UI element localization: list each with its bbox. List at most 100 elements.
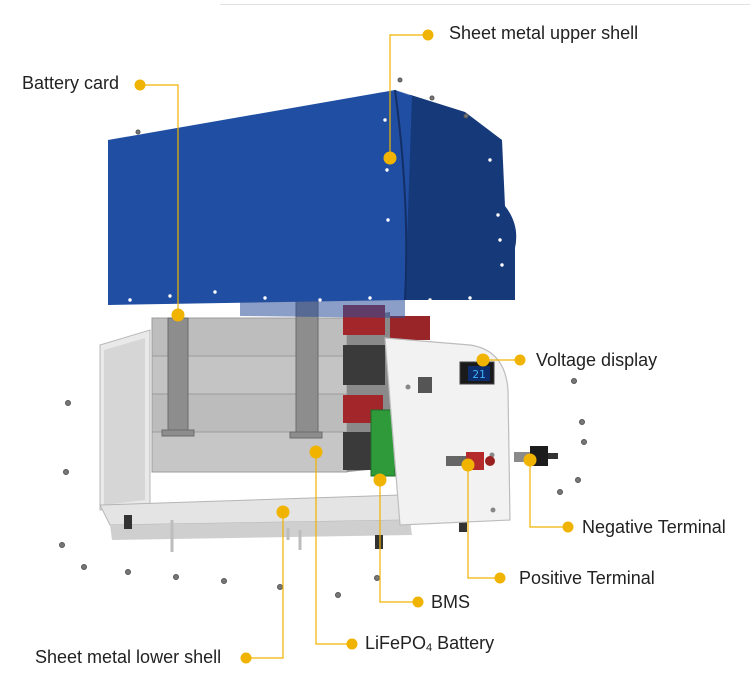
upper-shell-holes: [128, 118, 504, 302]
shell-hole: [500, 263, 504, 267]
battery-card-brackets: [161, 299, 323, 439]
screw: [277, 584, 283, 590]
voltage-display: 21: [459, 361, 495, 385]
screw: [581, 439, 587, 445]
bms-board: [370, 409, 396, 477]
callout-dot: [476, 353, 490, 367]
callout-dot: [523, 453, 537, 467]
shell-hole: [498, 238, 502, 242]
shell-hole: [385, 168, 389, 172]
label-bms: BMS: [431, 592, 471, 612]
lower-shell-floor: [110, 520, 412, 540]
front-panel-plate: [384, 337, 511, 526]
upper-shell-side: [395, 90, 517, 300]
panel-hole: [405, 384, 411, 390]
screw: [63, 469, 69, 475]
screw: [125, 569, 131, 575]
shell-hole: [213, 290, 217, 294]
negative-terminal-post: [514, 452, 530, 462]
screw: [65, 400, 71, 406]
screw: [397, 77, 403, 83]
shell-hole: [168, 294, 172, 298]
callout-dot: [514, 354, 526, 366]
callout-dot: [240, 652, 252, 664]
screw: [173, 574, 179, 580]
callout-dot: [309, 445, 323, 459]
screw: [463, 113, 469, 119]
callout-dot: [346, 638, 358, 650]
shell-hole: [383, 118, 387, 122]
voltage-display-screen: [468, 366, 490, 381]
leader-lower-shell: [246, 512, 284, 659]
upper-shell-fold: [394, 89, 408, 301]
callout-dots: [134, 29, 574, 664]
callout-dot: [494, 572, 506, 584]
callout-dot: [383, 151, 397, 165]
voltage-display-reading: 21: [472, 368, 485, 381]
cell-dark-gap: [343, 345, 385, 385]
shell-hole: [428, 298, 432, 302]
upper-shell: [108, 89, 517, 318]
lower-shell-body: [99, 329, 412, 540]
callout-dot: [171, 308, 185, 322]
screw: [575, 477, 581, 483]
bracket-base: [289, 431, 323, 439]
label-sheet-metal-upper-shell: Sheet metal upper shell: [449, 23, 639, 43]
battery-card-bracket: [167, 317, 189, 437]
screw: [135, 129, 141, 135]
foot: [375, 535, 383, 549]
screw: [429, 95, 435, 101]
callout-dot: [562, 521, 574, 533]
red-cell-cap: [390, 316, 430, 340]
lifepo4-subscript: 4: [426, 642, 433, 654]
callout-lines: [140, 34, 568, 659]
shell-hole: [368, 296, 372, 300]
leader-negative-terminal: [529, 460, 568, 528]
shell-hole: [128, 298, 132, 302]
lifepo4-tail-text: Battery: [432, 633, 495, 653]
leader-positive-terminal: [467, 465, 500, 579]
screw: [571, 378, 577, 384]
upper-shell-shade: [240, 300, 405, 318]
shell-hole: [468, 296, 472, 300]
support-rods: [170, 520, 302, 552]
screw: [81, 564, 87, 570]
foot: [459, 520, 467, 532]
leader-upper-shell: [389, 34, 428, 158]
screw: [221, 578, 227, 584]
callout-dot: [461, 458, 475, 472]
shell-hole: [386, 218, 390, 222]
label-positive-terminal: Positive Terminal: [519, 568, 655, 588]
bracket-base: [161, 429, 195, 437]
callout-dot: [422, 29, 434, 41]
callout-dot: [276, 505, 290, 519]
shell-hole: [488, 158, 492, 162]
negative-terminal: [514, 446, 558, 466]
callout-dot: [373, 473, 387, 487]
shell-hole: [496, 213, 500, 217]
shell-feet: [124, 515, 467, 549]
screw: [557, 489, 563, 495]
lower-shell-side-panel: [104, 338, 145, 505]
label-battery-card: Battery card: [22, 73, 120, 93]
battery-card-bracket: [295, 299, 319, 437]
label-sheet-metal-lower-shell: Sheet metal lower shell: [35, 647, 222, 667]
shell-hole: [318, 298, 322, 302]
top-divider-line: [220, 0, 750, 5]
negative-terminal-stud: [548, 453, 558, 459]
positive-terminal-post: [446, 456, 466, 466]
shell-hole: [263, 296, 267, 300]
panel-switch-slot: [418, 377, 432, 393]
upper-shell-top: [108, 90, 412, 305]
label-lifepo4-battery: LiFePO4 Battery: [365, 633, 494, 654]
scattered-screws: [59, 77, 587, 598]
callout-dot: [412, 596, 424, 608]
label-voltage-display: Voltage display: [536, 350, 658, 370]
leader-lifepo4: [315, 452, 352, 645]
panel-hole: [490, 507, 496, 513]
foot: [124, 515, 132, 529]
label-negative-terminal: Negative Terminal: [582, 517, 726, 537]
screw: [335, 592, 341, 598]
screw: [374, 575, 380, 581]
